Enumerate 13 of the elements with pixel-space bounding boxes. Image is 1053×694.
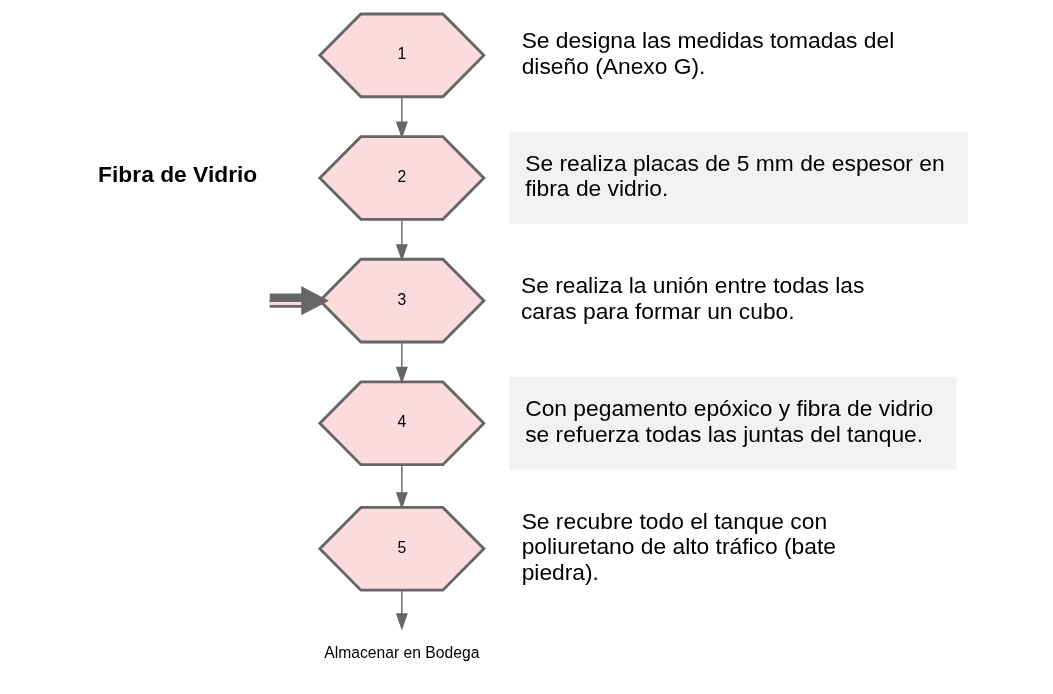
node-label: Se realiza placas de 5 mm de espesor en fibra de vidrio.: [524, 149, 945, 202]
node-text: Almacenar en Bodega: [323, 644, 479, 662]
node-label: Se designa las medidas tomadas del diseño (Anexo G).: [521, 26, 894, 79]
arrow: [269, 286, 329, 316]
node-label: Se realiza la unión entre todas las caras para formar un cubo.: [520, 272, 864, 324]
label: Fibra de Vidrio: [97, 161, 257, 187]
node-label: Con pegamento epóxico y fibra de vidrio se refuerza todas las juntas del tanque.: [524, 394, 933, 447]
node-label: Se recubre todo el tanque con poliuretano de alto tráfico (bate piedra).: [521, 507, 836, 585]
arrow: [395, 464, 408, 510]
arrow: [395, 96, 408, 139]
arrow: [395, 341, 408, 384]
arrow: [395, 219, 408, 262]
arrow: [395, 589, 408, 631]
